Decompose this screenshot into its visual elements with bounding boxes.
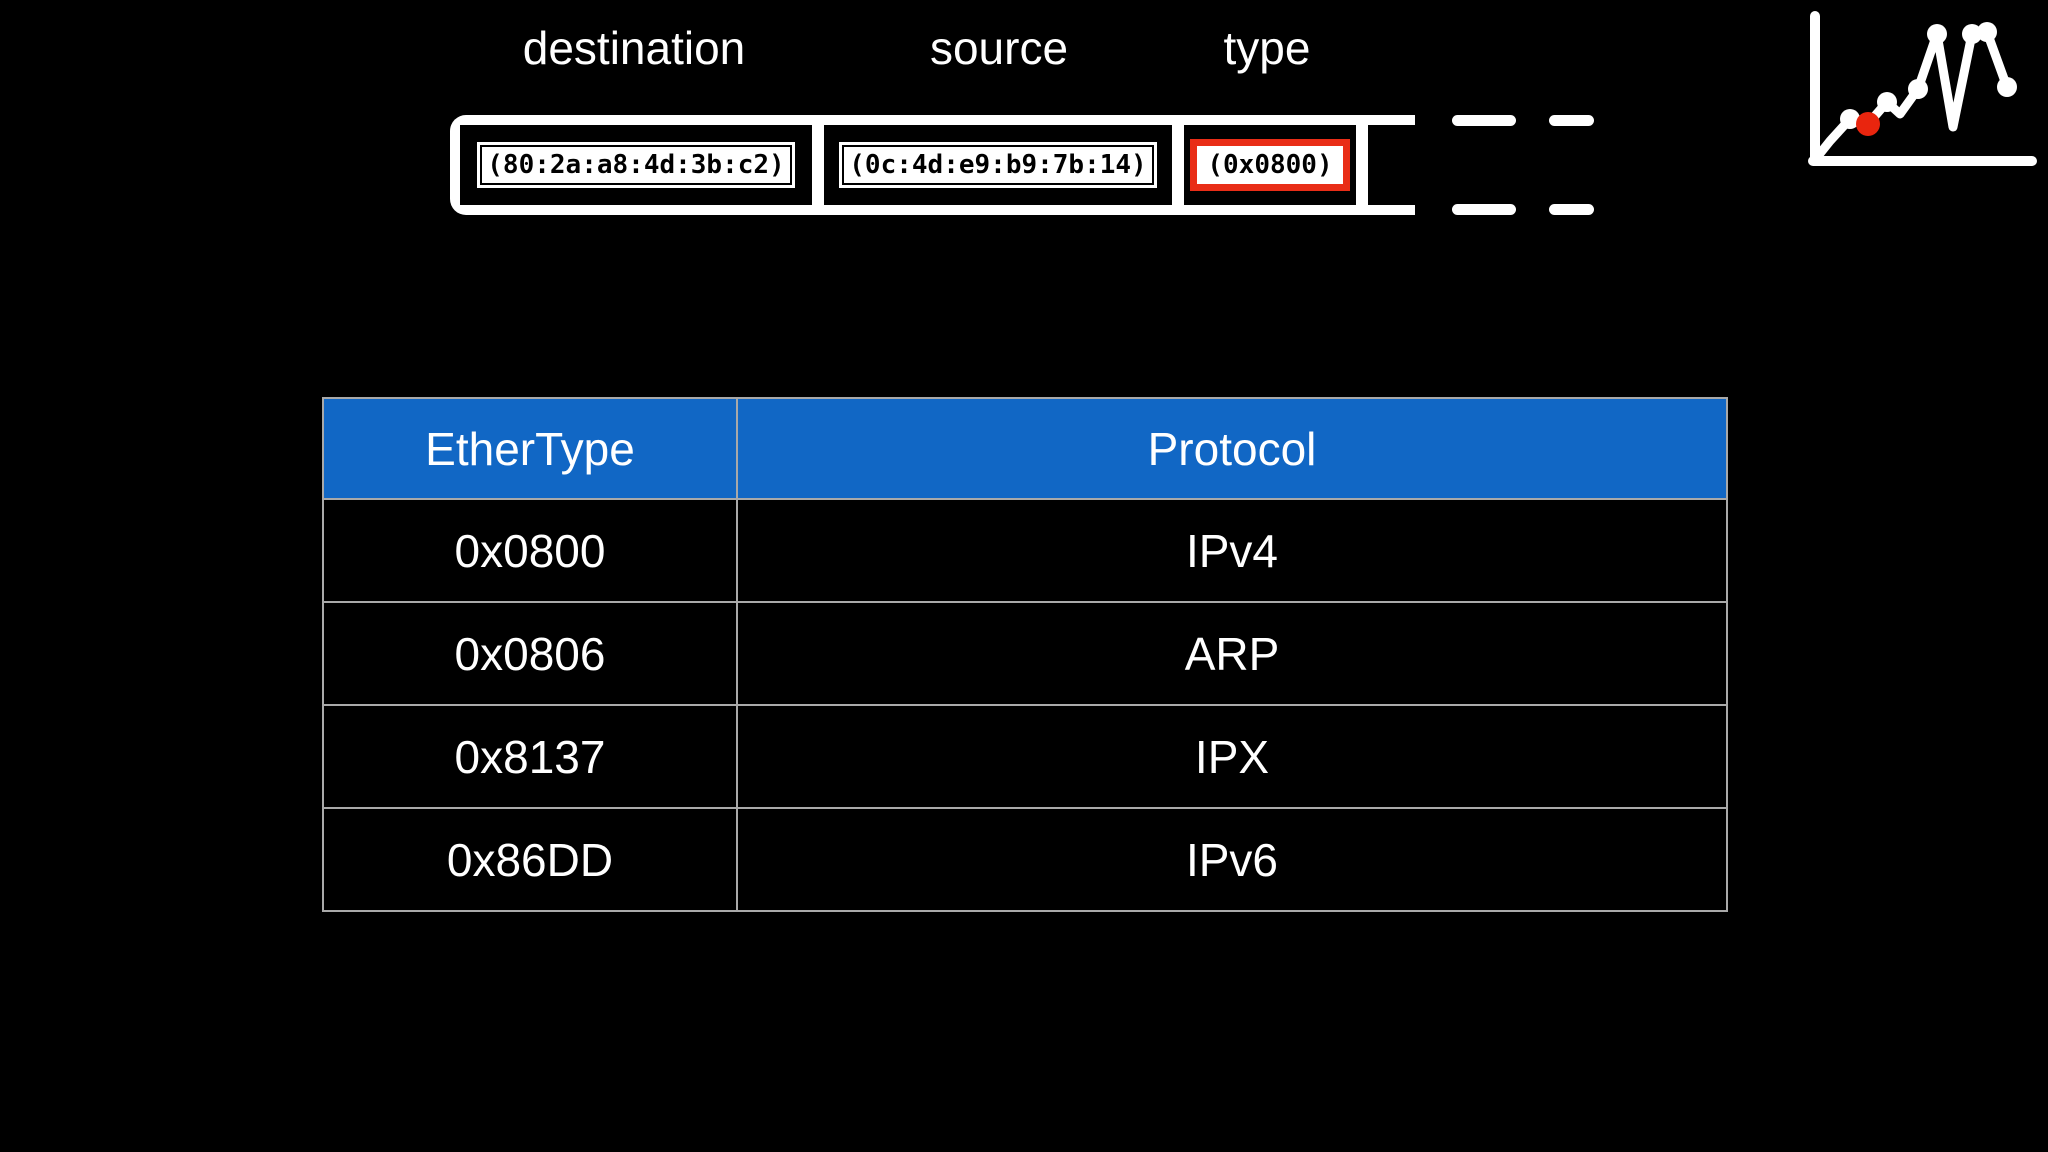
table-row: 0x0800 IPv4 <box>322 498 1728 603</box>
ethertype-cell: 0x0806 <box>322 601 738 706</box>
frame-field-continuation <box>1368 125 1415 205</box>
protocol-cell: IPv4 <box>736 498 1728 603</box>
frame-continuation-dash <box>1452 204 1516 215</box>
ethertype-cell: 0x86DD <box>322 807 738 912</box>
frame-continuation-dash <box>1549 115 1594 126</box>
destination-mac-value: (80:2a:a8:4d:3b:c2) <box>480 145 792 185</box>
frame-field-source: (0c:4d:e9:b9:7b:14) <box>824 125 1172 205</box>
table-row: 0x0806 ARP <box>322 601 1728 706</box>
source-mac-value: (0c:4d:e9:b9:7b:14) <box>842 145 1154 185</box>
frame-continuation-dash <box>1452 115 1516 126</box>
frame-field-label-destination: destination <box>522 22 746 74</box>
highlight-dot <box>1856 112 1880 136</box>
destination-mac-chip: (80:2a:a8:4d:3b:c2) <box>477 142 795 188</box>
protocol-cell: IPv6 <box>736 807 1728 912</box>
table-header-protocol: Protocol <box>736 397 1728 500</box>
frame-field-label-type: type <box>1223 22 1311 74</box>
frame-field-type: (0x0800) <box>1184 125 1356 205</box>
protocol-cell: IPX <box>736 704 1728 809</box>
type-value-chip-highlighted: (0x0800) <box>1190 139 1350 191</box>
frame-continuation-dash <box>1549 204 1594 215</box>
source-mac-chip: (0c:4d:e9:b9:7b:14) <box>839 142 1157 188</box>
table-header-row: EtherType Protocol <box>322 397 1728 500</box>
frame-field-destination: (80:2a:a8:4d:3b:c2) <box>460 125 812 205</box>
type-value: (0x0800) <box>1207 150 1333 180</box>
ethertype-cell: 0x0800 <box>322 498 738 603</box>
table-row: 0x8137 IPX <box>322 704 1728 809</box>
table-header-ethertype: EtherType <box>322 397 738 500</box>
table-row: 0x86DD IPv6 <box>322 807 1728 912</box>
ethertype-cell: 0x8137 <box>322 704 738 809</box>
frame-field-label-source: source <box>929 22 1069 74</box>
ethernet-frame-diagram: (80:2a:a8:4d:3b:c2) (0c:4d:e9:b9:7b:14) … <box>450 115 1415 215</box>
protocol-cell: ARP <box>736 601 1728 706</box>
line-chart-icon <box>1808 11 2037 166</box>
ethertype-table: EtherType Protocol 0x0800 IPv4 0x0806 AR… <box>322 397 1728 912</box>
